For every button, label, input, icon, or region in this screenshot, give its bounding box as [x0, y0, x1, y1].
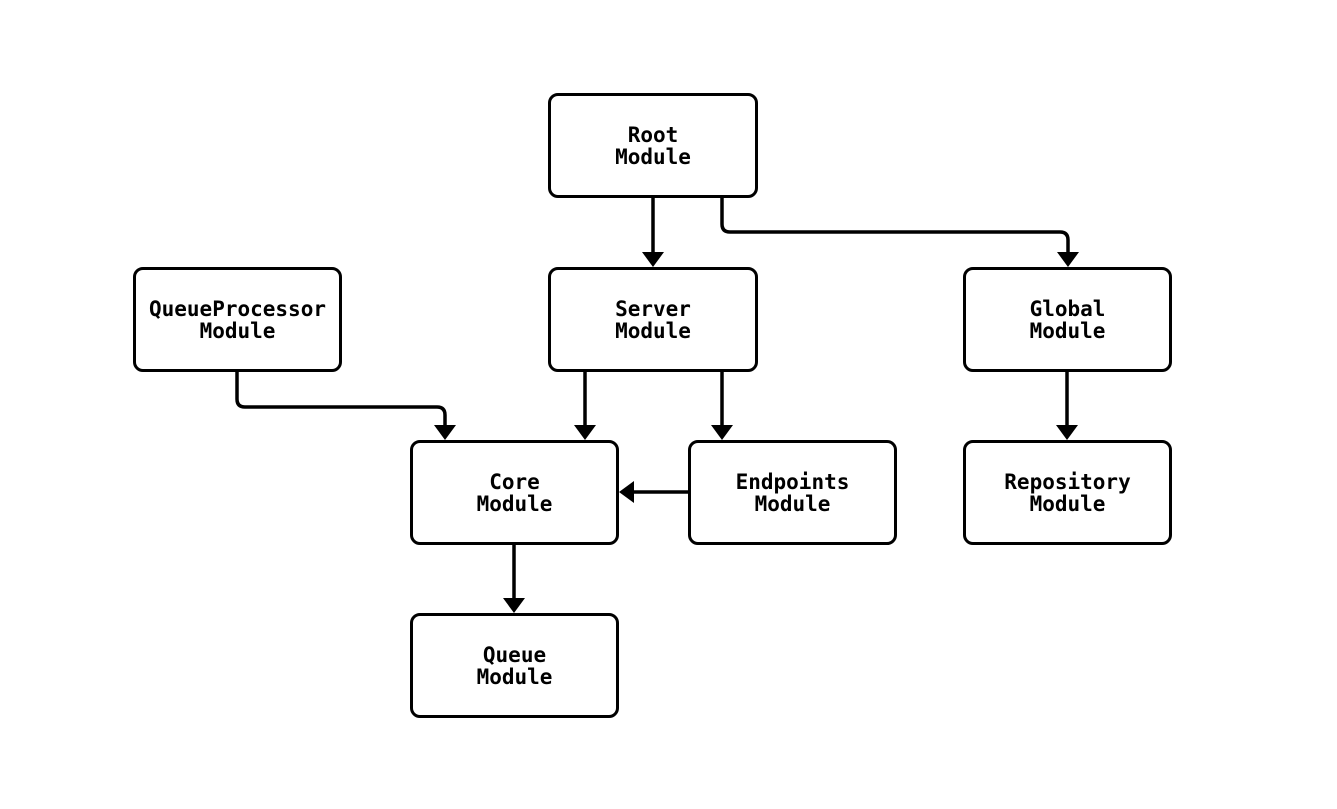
arrowhead-endpoints-core [619, 481, 634, 503]
node-label-line: Module [1029, 318, 1106, 343]
node-label-line: Core [489, 469, 540, 494]
node-label-line: QueueProcessor [148, 296, 326, 321]
node-label-line: Endpoints [735, 469, 850, 494]
node-label-line: Module [615, 318, 691, 343]
node-label-line: Module [199, 318, 276, 343]
arrowhead-queueprocessor-core [434, 425, 456, 440]
node-label-line: Module [615, 144, 691, 169]
node-label-line: Repository [1004, 469, 1131, 494]
arrowhead-global-repository [1056, 425, 1078, 440]
node-label-line: Server [615, 296, 691, 321]
edge-queueprocessor-core [235, 372, 447, 427]
node-label-line: Queue [482, 642, 547, 667]
arrowhead-root-server [642, 252, 664, 267]
arrowhead-core-queue [503, 598, 525, 613]
edge-root-global [720, 198, 1070, 254]
node-label-line: Global [1029, 296, 1106, 321]
node-label-line: Module [1029, 491, 1106, 516]
arrowhead-root-global [1057, 252, 1079, 267]
arrowhead-server-endpoints [711, 425, 733, 440]
node-label-line: Root [627, 122, 679, 147]
arrowhead-server-core [574, 425, 596, 440]
node-label-line: Module [476, 491, 553, 516]
node-label-line: Module [476, 664, 553, 689]
node-label-line: Module [754, 491, 831, 516]
